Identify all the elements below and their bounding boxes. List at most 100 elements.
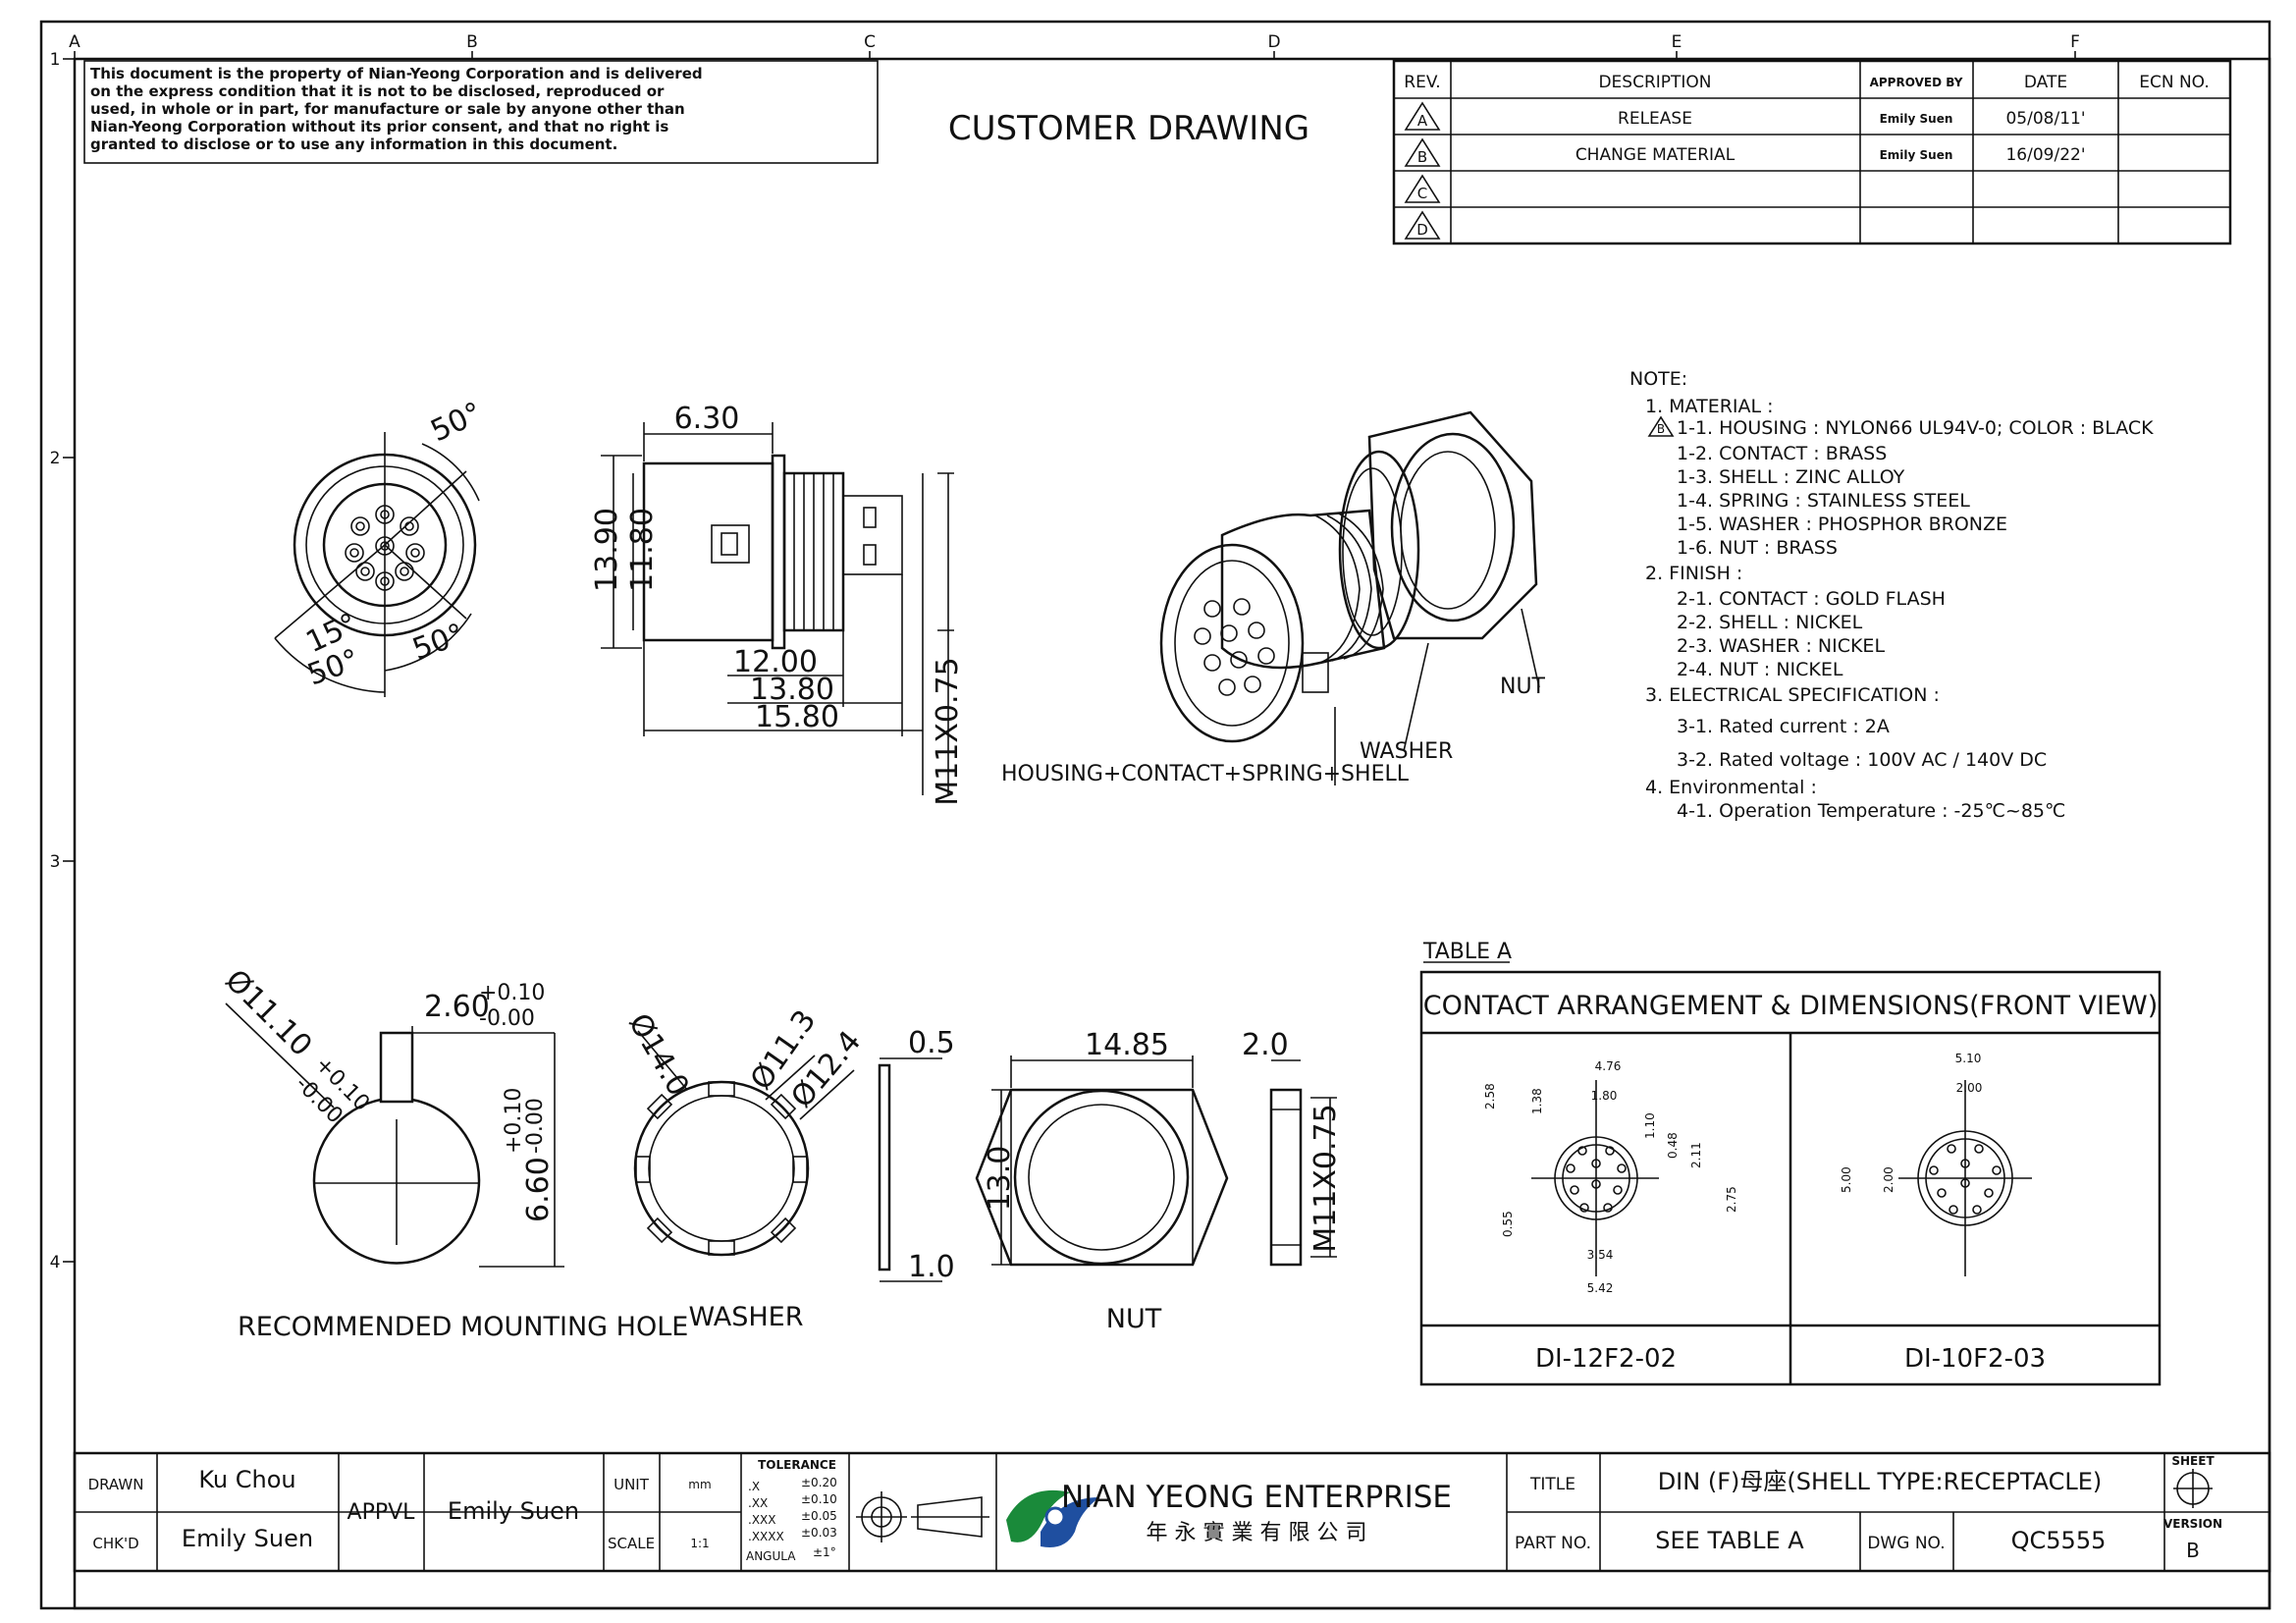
- tb-title-label: TITLE: [1529, 1475, 1575, 1494]
- tla-dim-211: 2.11: [1689, 1142, 1703, 1168]
- nut-t: 2.0: [1242, 1028, 1289, 1062]
- side-dim-h2: 11.80: [625, 508, 660, 592]
- tla-dim-542: 5.42: [1587, 1281, 1614, 1295]
- table-a-right-part: DI-10F2-03: [1904, 1344, 2046, 1374]
- rev-a-approved: Emily Suen: [1880, 112, 1953, 126]
- disclaimer-line-5: granted to disclose or to use any inform…: [90, 135, 617, 153]
- disclaimer-line-1: This document is the property of Nian-Ye…: [90, 65, 703, 82]
- tb-sheet-label: SHEET: [2171, 1454, 2215, 1468]
- side-dim-l2: 13.80: [750, 673, 834, 707]
- tla-dim-138: 1.38: [1530, 1088, 1544, 1114]
- tb-tol-k-4: .XXXX: [748, 1530, 784, 1543]
- table-a: TABLE A CONTACT ARRANGEMENT & DIMENSIONS…: [1419, 940, 2162, 1386]
- tb-dwg-label: DWG NO.: [1867, 1534, 1945, 1553]
- mh-key: 2.60: [424, 990, 490, 1024]
- note-line-10: 2-2. SHELL : NICKEL: [1677, 612, 1863, 633]
- notes-block: NOTE: 1. MATERIAL : B 1-1. HOUSING : NYL…: [1629, 368, 2154, 822]
- note-line-1: 1. MATERIAL :: [1645, 396, 1774, 417]
- rev-triangle-b: [1404, 137, 1441, 167]
- nut-thread: M11X0.75: [1308, 1104, 1343, 1252]
- tb-tolerance-label: TOLERANCE: [758, 1458, 836, 1472]
- tb-version: B: [2186, 1539, 2200, 1562]
- note-line-6: 1-5. WASHER : PHOSPHOR BRONZE: [1677, 514, 2007, 535]
- tb-scale-label: SCALE: [608, 1535, 655, 1552]
- tb-tol-v-3: ±0.05: [801, 1509, 837, 1523]
- rev-b-approved: Emily Suen: [1880, 148, 1953, 162]
- disclaimer-box: This document is the property of Nian-Ye…: [83, 60, 879, 164]
- side-view: 6.30 13.90 11.80 12.00 13.80 15.80 M11X0…: [590, 402, 965, 806]
- mh-dia: Ø11.10: [218, 963, 318, 1063]
- tb-tol-k-3: .XXX: [748, 1513, 775, 1527]
- isometric-view: HOUSING+CONTACT+SPRING+SHELL WASHER NUT: [1001, 410, 1546, 786]
- tb-tol-k-1: .X: [748, 1480, 760, 1493]
- tb-company-en: NIAN YEONG ENTERPRISE: [1061, 1480, 1452, 1515]
- tb-part-label: PART NO.: [1515, 1534, 1591, 1553]
- nut-caption: NUT: [1106, 1304, 1162, 1334]
- table-a-left-part: DI-12F2-02: [1535, 1344, 1677, 1374]
- iso-nut: [1367, 410, 1538, 640]
- note-line-7: 1-6. NUT : BRASS: [1677, 537, 1838, 559]
- tb-version-label: VERSION: [2163, 1517, 2222, 1531]
- tla-dim-258: 2.58: [1483, 1083, 1497, 1109]
- disclaimer-line-2: on the express condition that it is not …: [90, 82, 665, 100]
- iso-washer: [1338, 450, 1420, 650]
- mh-key-tol-plus: +0.10: [479, 981, 545, 1005]
- disclaimer-line-4: Nian-Yeong Corporation without its prior…: [90, 118, 668, 135]
- rev-triangle-d: [1404, 210, 1441, 240]
- tb-tol-v-1: ±0.20: [801, 1476, 837, 1489]
- zone-row-4: 4: [50, 1253, 61, 1272]
- note-line-15: 3-2. Rated voltage : 100V AC / 140V DC: [1677, 749, 2047, 771]
- rev-a-label: A: [1417, 112, 1428, 130]
- tb-chkd: Emily Suen: [182, 1525, 313, 1552]
- tb-scale: 1:1: [690, 1537, 709, 1550]
- notes-heading: NOTE:: [1629, 368, 1687, 390]
- tb-drawn: Ku Chou: [198, 1466, 295, 1493]
- tb-unit-label: UNIT: [614, 1476, 650, 1493]
- tla-dim-476: 4.76: [1595, 1059, 1622, 1073]
- tla-dim-354: 3.54: [1587, 1248, 1614, 1262]
- nut-w: 14.85: [1085, 1028, 1169, 1062]
- side-dim-top: 6.30: [674, 402, 740, 436]
- note-line-2: 1-1. HOUSING : NYLON66 UL94V-0; COLOR : …: [1677, 417, 2154, 439]
- mh-flat-tol-minus: -0.00: [523, 1098, 548, 1154]
- tb-tol-v-4: ±0.03: [801, 1526, 837, 1540]
- tra-dim-200-left: 2.00: [1882, 1166, 1896, 1193]
- zone-col-c: C: [864, 32, 876, 52]
- tla-dim-275: 2.75: [1725, 1186, 1738, 1213]
- rev-header-ecn: ECN NO.: [2139, 73, 2210, 92]
- iso-label-washer: WASHER: [1360, 739, 1453, 764]
- note-line-11: 2-3. WASHER : NICKEL: [1677, 635, 1885, 657]
- table-a-label: TABLE A: [1422, 940, 1512, 964]
- zone-row-1: 1: [50, 50, 61, 70]
- zone-col-e: E: [1672, 32, 1682, 52]
- rev-b-description: CHANGE MATERIAL: [1575, 145, 1735, 165]
- washer-d1: Ø14.0: [621, 1008, 696, 1103]
- washer-view: Ø14.0 Ø11.3 Ø12.4 0.5 1.0 WASHER: [621, 1003, 955, 1332]
- note-line-12: 2-4. NUT : NICKEL: [1677, 659, 1843, 680]
- note-line-16: 4. Environmental :: [1645, 777, 1817, 798]
- revision-table: REV. DESCRIPTION APPROVED BY DATE ECN NO…: [1392, 59, 2232, 245]
- mounting-hole-view: Ø11.10 +0.10 -0.00 2.60 +0.10 -0.00 6.60…: [218, 963, 688, 1342]
- tb-tol-v-5: ±1°: [813, 1545, 836, 1559]
- washer-t2: 1.0: [908, 1250, 955, 1284]
- tb-appvl-label: APPVL: [347, 1500, 416, 1525]
- drawing-title: CUSTOMER DRAWING: [948, 109, 1309, 148]
- iso-label-nut: NUT: [1500, 675, 1546, 699]
- zone-col-b: B: [466, 32, 478, 52]
- rev-header-description: DESCRIPTION: [1598, 73, 1711, 92]
- washer-t1: 0.5: [908, 1026, 955, 1060]
- mh-key-tol-minus: -0.00: [479, 1006, 535, 1031]
- side-dim-l1: 12.00: [733, 645, 818, 679]
- rev-triangle-a: [1404, 101, 1441, 131]
- note-line-3: 1-2. CONTACT : BRASS: [1677, 443, 1887, 464]
- tb-drawn-label: DRAWN: [88, 1476, 144, 1493]
- zone-col-a: A: [69, 32, 80, 52]
- rev-a-date: 05/08/11': [2005, 109, 2085, 129]
- mh-caption: RECOMMENDED MOUNTING HOLE: [238, 1312, 688, 1342]
- note-line-5: 1-4. SPRING : STAINLESS STEEL: [1677, 490, 1970, 512]
- note-rev-b-label: B: [1657, 422, 1665, 436]
- tb-company-zh: 年 永 實 業 有 限 公 司: [1147, 1521, 1367, 1545]
- rev-d-label: D: [1416, 221, 1428, 239]
- title-block: DRAWN Ku Chou CHK'D Emily Suen APPVL Emi…: [73, 1451, 2271, 1573]
